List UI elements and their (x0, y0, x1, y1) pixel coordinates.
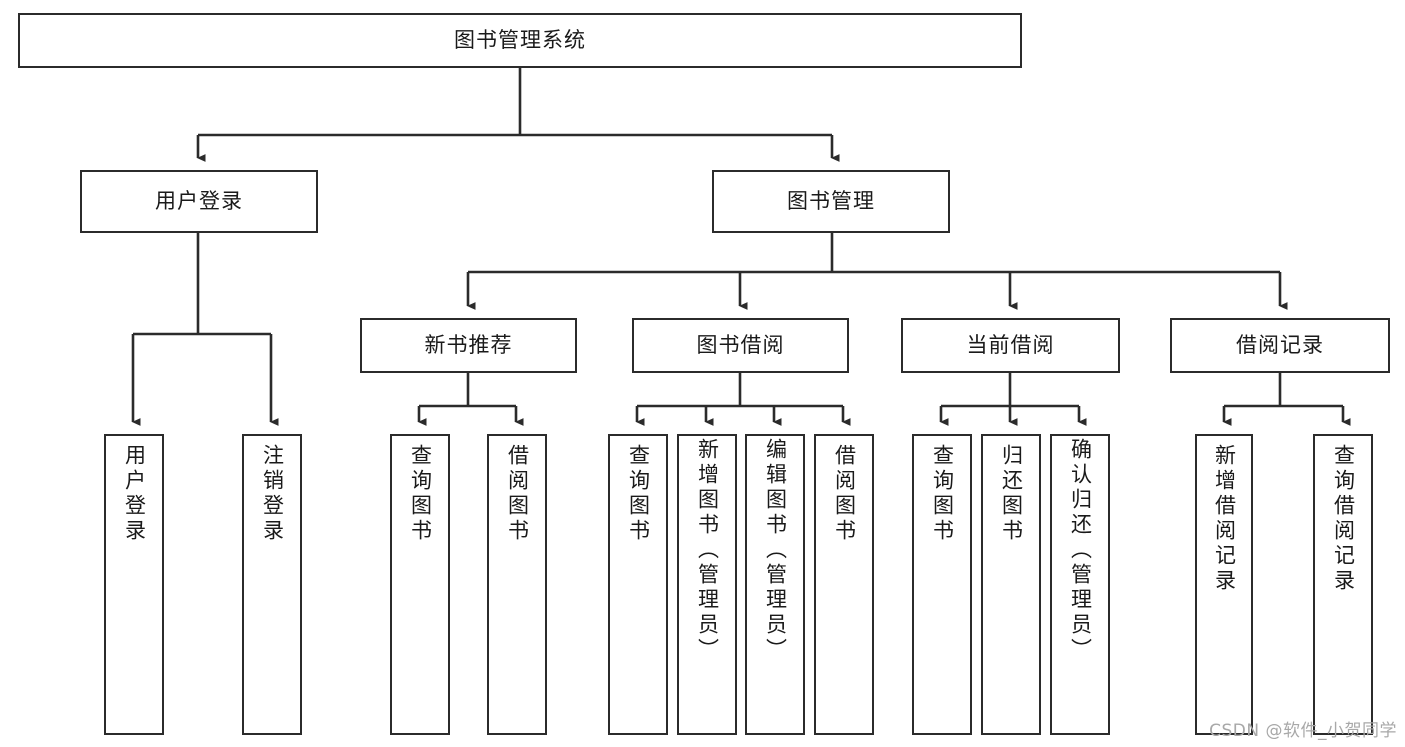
node-new-book-recommend[interactable]: 新书推荐 (360, 318, 577, 373)
node-label: 查询图书 (408, 444, 433, 544)
node-label: 图书管理系统 (454, 27, 586, 52)
node-label: 归还图书 (999, 444, 1024, 544)
node-label: 当前借阅 (966, 332, 1055, 357)
leaf-record-add-borrow-record[interactable]: 新增借阅记录 (1195, 434, 1253, 735)
node-label: 借阅记录 (1236, 332, 1324, 357)
node-borrow-record[interactable]: 借阅记录 (1170, 318, 1390, 373)
node-current-borrow[interactable]: 当前借阅 (901, 318, 1120, 373)
node-label: 新增借阅记录 (1212, 444, 1237, 594)
leaf-user-login-login[interactable]: 用户登录 (104, 434, 164, 735)
node-label: 用户登录 (155, 188, 243, 213)
node-label: 图书管理 (787, 188, 875, 213)
node-label: 查询图书 (626, 444, 651, 544)
leaf-user-login-logout[interactable]: 注销登录 (242, 434, 302, 735)
node-label: 查询图书 (930, 444, 955, 544)
node-label: 图书借阅 (696, 332, 785, 357)
leaf-current-query-book[interactable]: 查询图书 (912, 434, 972, 735)
leaf-current-confirm-return-admin[interactable]: 确认归还（管理员） (1050, 434, 1110, 735)
leaf-new-book-query-book[interactable]: 查询图书 (390, 434, 450, 735)
leaf-borrow-borrow-book[interactable]: 借阅图书 (814, 434, 874, 735)
node-label: 注销登录 (260, 444, 285, 544)
leaf-current-return-book[interactable]: 归还图书 (981, 434, 1041, 735)
node-label: 编辑图书（管理员） (763, 438, 788, 663)
node-label: 借阅图书 (832, 444, 857, 544)
leaf-borrow-edit-book-admin[interactable]: 编辑图书（管理员） (745, 434, 805, 735)
leaf-new-book-borrow-book[interactable]: 借阅图书 (487, 434, 547, 735)
node-label: 新增图书（管理员） (695, 438, 720, 663)
leaf-borrow-add-book-admin[interactable]: 新增图书（管理员） (677, 434, 737, 735)
node-root-book-management-system[interactable]: 图书管理系统 (18, 13, 1022, 68)
node-label: 确认归还（管理员） (1068, 438, 1093, 663)
node-user-login[interactable]: 用户登录 (80, 170, 318, 233)
node-book-borrow[interactable]: 图书借阅 (632, 318, 849, 373)
node-label: 查询借阅记录 (1331, 444, 1356, 594)
node-label: 用户登录 (122, 444, 147, 544)
leaf-borrow-query-book[interactable]: 查询图书 (608, 434, 668, 735)
node-label: 借阅图书 (505, 444, 530, 544)
watermark: CSDN @软件_小贺同学 (1209, 721, 1397, 741)
node-label: 新书推荐 (424, 332, 513, 357)
leaf-record-query-borrow-record[interactable]: 查询借阅记录 (1313, 434, 1373, 735)
node-book-management[interactable]: 图书管理 (712, 170, 950, 233)
